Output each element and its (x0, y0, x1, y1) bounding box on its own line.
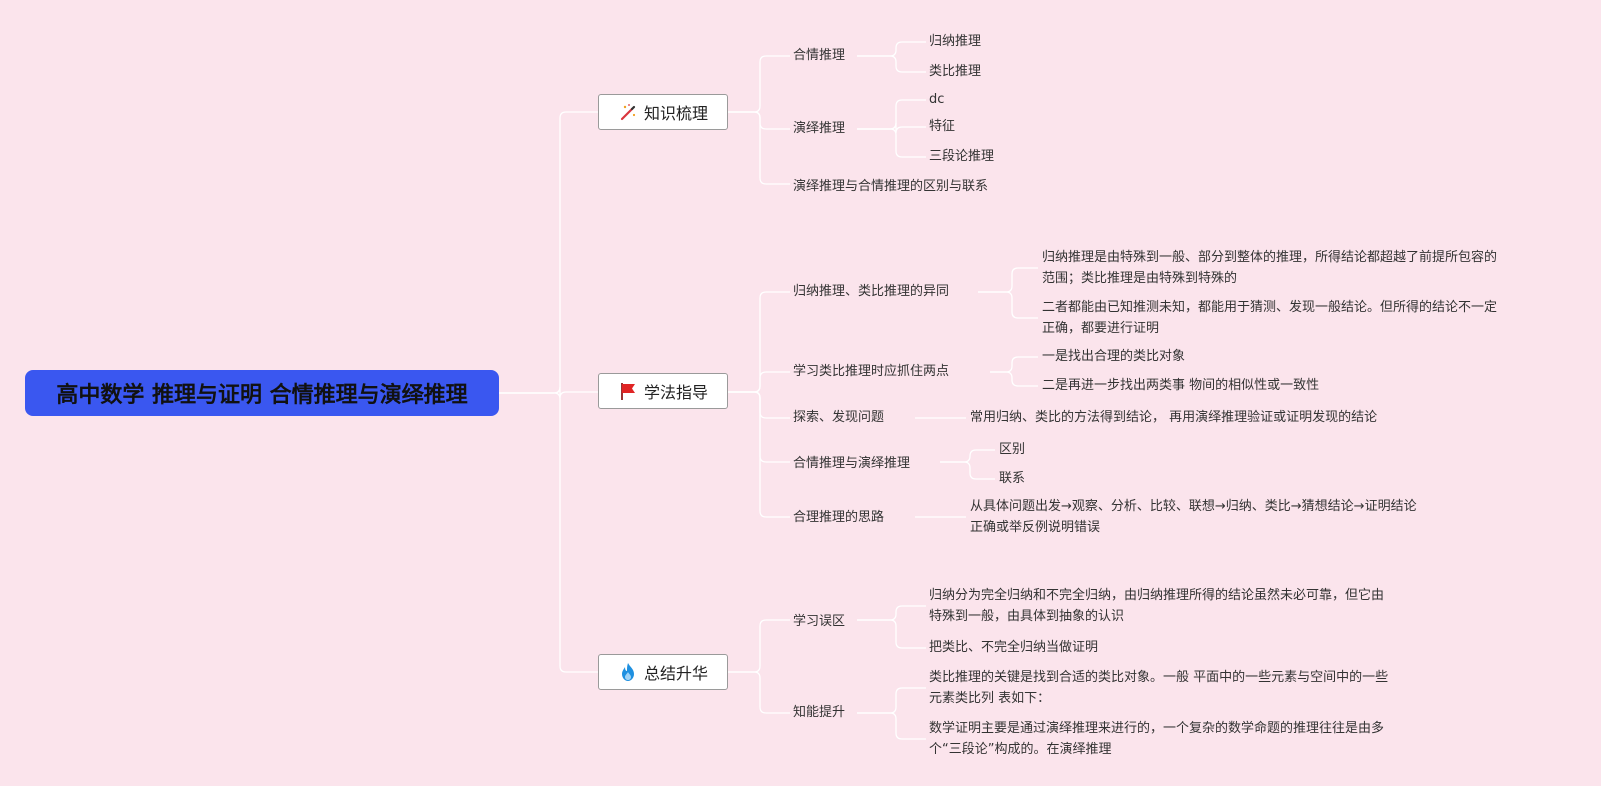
connector-line (857, 712, 926, 740)
leaf-line: 元素类比列 表如下： (929, 691, 1051, 706)
leaf-complete-incomplete-induction[interactable]: 归纳分为完全归纳和不完全归纳，由归纳推理所得的结论虽然未必可靠，但它由 特殊到一… (929, 585, 1384, 627)
connector-line (728, 111, 790, 185)
leaf-induction-analogy-difference[interactable]: 归纳推理是由特殊到一般、部分到整体的推理，所得结论都超越了前提所包容的 范围；类… (1042, 247, 1497, 289)
leaf-line: 范围；类比推理是由特殊到特殊的 (1042, 271, 1238, 286)
connector-line (728, 55, 790, 113)
leaf-line: 二者都能由已知推测未知，都能用于猜测、发现一般结论。但所得的结论不一定 (1042, 300, 1498, 315)
leaf-line: 正确，都要进行证明 (1042, 321, 1160, 336)
leaf-line: 从具体问题出发→观察、分析、比较、联想→归纳、类比→猜想结论→证明结论 (970, 499, 1417, 514)
branch-knowledge-review[interactable]: 知识梳理 (598, 94, 728, 130)
branch-study-guide[interactable]: 学法指导 (598, 373, 728, 409)
connector-line (990, 371, 1038, 387)
subtopic-difference-and-relation[interactable]: 演绎推理与合情推理的区别与联系 (793, 179, 989, 194)
branch-label: 知识梳理 (643, 104, 708, 123)
subtopic-induction-analogy-comparison[interactable]: 归纳推理、类比推理的异同 (793, 284, 950, 299)
leaf-relation[interactable]: 联系 (999, 471, 1026, 486)
leaf-find-similarity[interactable]: 二是再进一步找出两类事 物间的相似性或一致性 (1042, 378, 1320, 393)
connector-line (857, 619, 926, 649)
leaf-line: 归纳分为完全归纳和不完全归纳，由归纳推理所得的结论虽然未必可靠，但它由 (929, 588, 1385, 603)
leaf-proof-by-deduction[interactable]: 数学证明主要是通过演绎推理来进行的，一个复杂的数学命题的推理往往是由多 个“三段… (929, 718, 1384, 760)
red-flag-icon (618, 381, 638, 401)
connector-line (857, 128, 926, 158)
leaf-common-methods[interactable]: 常用归纳、类比的方法得到结论， 再用演绎推理验证或证明发现的结论 (970, 410, 1378, 425)
connector-line (978, 291, 1038, 319)
subtopic-plausible-vs-deductive[interactable]: 合情推理与演绎推理 (793, 456, 911, 471)
connector-line (940, 461, 995, 480)
leaf-syllogism[interactable]: 三段论推理 (929, 149, 995, 164)
root-topic[interactable]: 高中数学 推理与证明 合情推理与演绎推理 (25, 370, 499, 416)
connector-line (857, 122, 926, 134)
branch-label: 学法指导 (643, 383, 708, 402)
leaf-line: 正确或举反例说明错误 (970, 520, 1101, 535)
connector-line (857, 687, 926, 714)
connector-line (857, 41, 926, 57)
connector-line (728, 391, 790, 419)
leaf-features[interactable]: 特征 (929, 119, 956, 134)
connector-line (990, 356, 1038, 373)
leaf-not-a-proof[interactable]: 把类比、不完全归纳当做证明 (929, 640, 1099, 655)
connector-line (728, 291, 790, 393)
connector-line (728, 391, 790, 463)
subtopic-reasoning-approach[interactable]: 合理推理的思路 (793, 510, 885, 525)
branch-label: 总结升华 (643, 664, 708, 683)
connector-line (728, 619, 790, 673)
leaf-line: 特殊到一般，由具体到抽象的认识 (929, 609, 1125, 624)
leaf-line: 个“三段论”构成的。在演绎推理 (929, 742, 1112, 757)
fire-icon (618, 662, 638, 682)
leaf-induction-analogy-similarity[interactable]: 二者都能由已知推测未知，都能用于猜测、发现一般结论。但所得的结论不一定 正确，都… (1042, 297, 1497, 339)
connector-line (728, 671, 790, 714)
connector-line (857, 55, 926, 73)
leaf-find-analogy-object[interactable]: 一是找出合理的类比对象 (1042, 349, 1186, 364)
connector-line (728, 371, 790, 393)
leaf-line: 类比推理的关键是找到合适的类比对象。一般 平面中的一些元素与空间中的一些 (929, 670, 1389, 685)
leaf-dc[interactable]: dc (929, 92, 945, 107)
leaf-line: 数学证明主要是通过演绎推理来进行的，一个复杂的数学命题的推理往往是由多 (929, 721, 1385, 736)
leaf-analogical-reasoning[interactable]: 类比推理 (929, 64, 982, 79)
subtopic-two-key-points[interactable]: 学习类比推理时应抓住两点 (793, 364, 950, 379)
leaf-line: 归纳推理是由特殊到一般、部分到整体的推理，所得结论都超越了前提所包容的 (1042, 250, 1498, 265)
subtopic-explore-discover[interactable]: 探索、发现问题 (793, 410, 885, 425)
leaf-difference[interactable]: 区别 (999, 442, 1026, 457)
connector-line (857, 99, 926, 130)
subtopic-plausible-reasoning[interactable]: 合情推理 (793, 48, 846, 63)
branch-summary[interactable]: 总结升华 (598, 654, 728, 690)
connector-line (499, 392, 598, 673)
subtopic-misconceptions[interactable]: 学习误区 (793, 614, 846, 629)
subtopic-deductive-reasoning[interactable]: 演绎推理 (793, 121, 846, 136)
leaf-analogy-key[interactable]: 类比推理的关键是找到合适的类比对象。一般 平面中的一些元素与空间中的一些 元素类… (929, 667, 1388, 709)
subtopic-ability-improvement[interactable]: 知能提升 (793, 705, 846, 720)
connector-line (978, 267, 1038, 293)
leaf-inductive-reasoning[interactable]: 归纳推理 (929, 34, 982, 49)
connector-line (728, 391, 790, 518)
connector-line (857, 605, 926, 621)
leaf-approach-steps[interactable]: 从具体问题出发→观察、分析、比较、联想→归纳、类比→猜想结论→证明结论 正确或举… (970, 496, 1417, 538)
connector-line (940, 449, 995, 463)
connector-line (499, 111, 598, 394)
magic-wand-icon (618, 102, 638, 122)
